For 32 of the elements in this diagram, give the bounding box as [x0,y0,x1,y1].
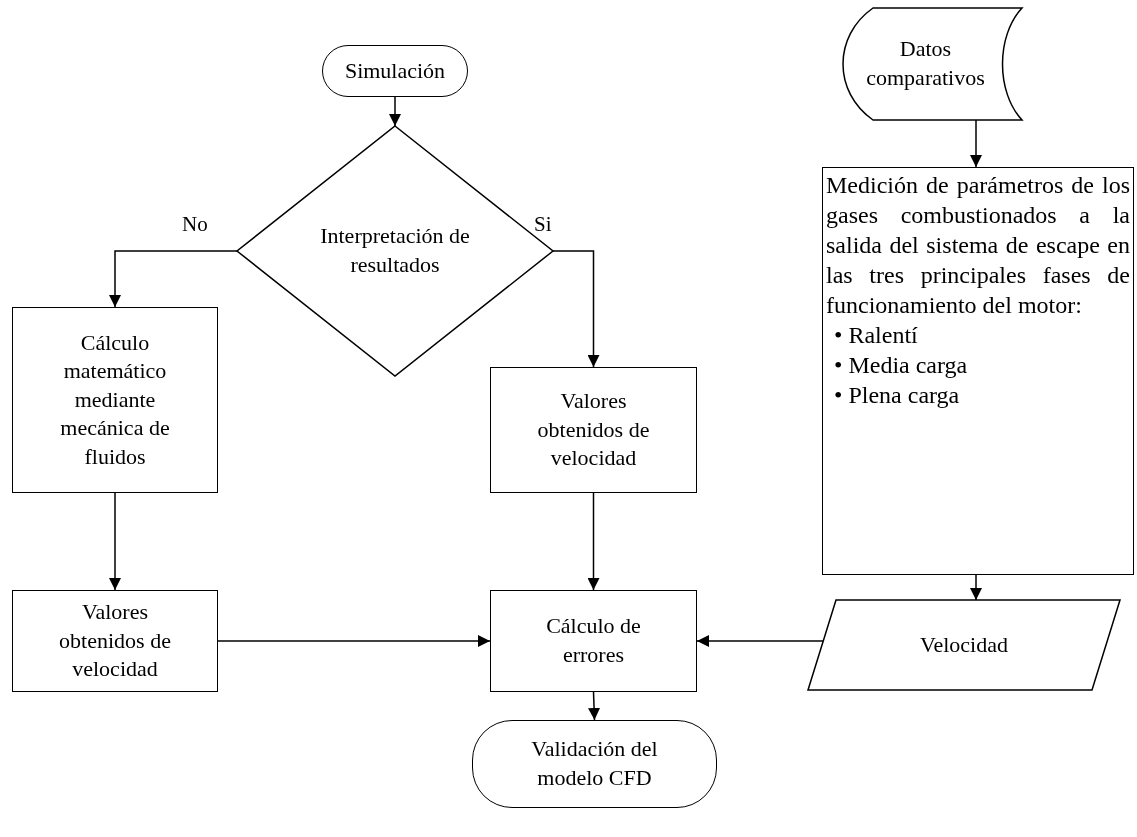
arrow [389,96,401,127]
process-box [490,590,697,692]
arrow [588,691,601,721]
node-text: Cálculo matemático mediante mecánica de fluidos [59,328,171,471]
node-text: Valores obtenidos de velocidad [58,598,172,684]
node-text: Medición de parámetros de los gases combustionados a la salida del sistema de escape en las tres principales fases de funcionamiento del motor: [826,171,1130,320]
arrow [109,492,121,591]
arrow [970,119,982,168]
process-box [822,167,1134,575]
node-text: Simulación [344,56,446,85]
node-text: Datos comparativos [865,35,986,92]
process-box [12,307,218,493]
node-text: Interpretación de resultados [319,222,471,279]
arrow [696,635,824,647]
node-text: Velocidad [920,630,1008,659]
node-text: Valores obtenidos de velocidad [536,387,651,473]
node-text: Validación del modelo CFD [530,735,659,792]
list-item: • Plena carga [834,381,961,410]
list-item: • Media carga [834,351,969,380]
process-box [490,367,697,493]
node-text: Cálculo de errores [545,612,642,669]
arrow [217,635,491,647]
list-item: • Ralentí [834,321,919,350]
arrow [587,492,600,591]
decision-diamond [237,126,553,376]
arrow [970,574,982,601]
stored-data-shape [843,8,1022,120]
process-box [12,590,218,692]
arrow [552,250,600,368]
arrow [109,250,238,308]
data-parallelogram [808,600,1120,690]
terminator [472,720,717,808]
